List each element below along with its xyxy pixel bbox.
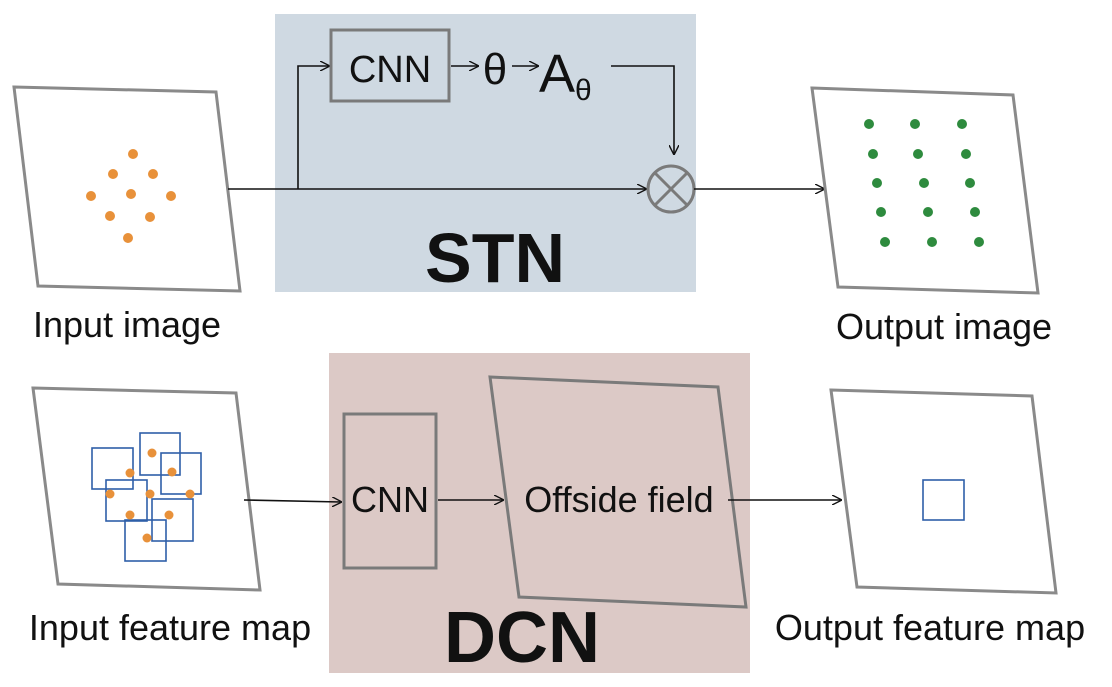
stn-title: STN [425, 219, 565, 297]
output-dot [910, 119, 920, 129]
output-dot [913, 149, 923, 159]
stn-cnn-label: CNN [349, 49, 431, 91]
sampling-box [105, 479, 148, 522]
output-image-dots [864, 119, 984, 247]
input-dot [128, 149, 138, 159]
offset-field-frame [488, 375, 748, 609]
input-dot [86, 191, 96, 201]
output-dot [961, 149, 971, 159]
dcn-input-arrow [243, 500, 341, 502]
feature-dot [142, 533, 152, 543]
output-dot [880, 237, 890, 247]
sampling-box [160, 452, 202, 495]
output-dot [957, 119, 967, 129]
dcn-title: DCN [444, 598, 600, 678]
output-image-label: Output image [836, 306, 1052, 347]
feature-dot [125, 468, 135, 478]
output-dot [927, 237, 937, 247]
input-dot [166, 191, 176, 201]
output-dot [872, 178, 882, 188]
stn-branch-arrow [297, 66, 329, 189]
output-dot [974, 237, 984, 247]
offset-field-label: Offside field [524, 479, 713, 520]
feature-dot [185, 489, 195, 499]
sampling-boxes [91, 432, 202, 562]
a-theta-to-sampler-arrow [611, 65, 674, 154]
sampling-box [139, 432, 181, 476]
feature-dot [164, 510, 174, 520]
a-theta-label: Aθ [539, 44, 592, 107]
output-dot [864, 119, 874, 129]
input-feature-map-label: Input feature map [29, 607, 311, 648]
input-dot [126, 189, 136, 199]
output-dot [923, 207, 933, 217]
stn-panel [275, 14, 696, 292]
output-dot [970, 207, 980, 217]
output-dot [919, 178, 929, 188]
stn-cnn-box [329, 28, 451, 103]
output-sampling-box [922, 479, 965, 521]
dcn-panel [329, 353, 750, 673]
feature-map-dots [105, 448, 195, 543]
feature-dot [105, 489, 115, 499]
output-dot [868, 149, 878, 159]
input-image-frame [12, 85, 242, 293]
sampling-box [91, 447, 134, 490]
input-dot [148, 169, 158, 179]
theta-label: θ [483, 45, 507, 94]
input-dot [108, 169, 118, 179]
input-image-label: Input image [33, 304, 221, 345]
output-dot [876, 207, 886, 217]
output-feature-map-frame [829, 388, 1058, 595]
output-dot [965, 178, 975, 188]
output-image-frame [810, 86, 1040, 295]
feature-dot [125, 510, 135, 520]
feature-dot [147, 448, 157, 458]
sampling-box [124, 519, 167, 562]
input-image-dots [86, 149, 176, 243]
dcn-cnn-box [342, 412, 438, 570]
input-dot [123, 233, 133, 243]
feature-dot [145, 489, 155, 499]
input-dot [145, 212, 155, 222]
output-feature-map-label: Output feature map [775, 607, 1085, 648]
feature-dot [167, 467, 177, 477]
dcn-cnn-label: CNN [351, 479, 429, 520]
input-dot [105, 211, 115, 221]
